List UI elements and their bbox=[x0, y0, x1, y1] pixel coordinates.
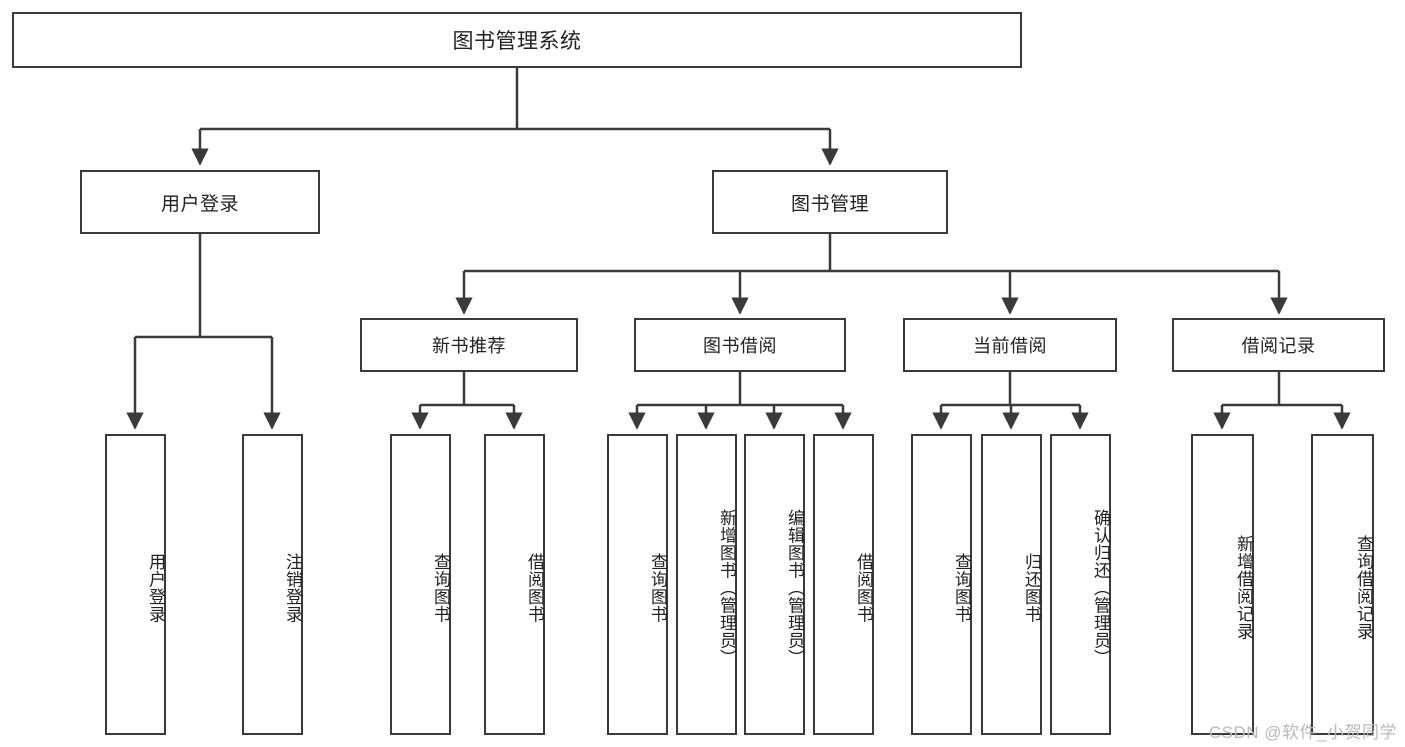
node-leaf-user-login[interactable]: 用户登录 bbox=[105, 434, 166, 735]
node-leaf-query-book-borrow[interactable]: 查询图书 bbox=[607, 434, 668, 735]
node-label: 图书管理 bbox=[790, 193, 869, 215]
node-current-borrow[interactable]: 当前借阅 bbox=[903, 318, 1117, 372]
node-new-book-recommend[interactable]: 新书推荐 bbox=[360, 318, 578, 372]
node-leaf-query-book-recommend[interactable]: 查询图书 bbox=[390, 434, 451, 735]
node-user-login[interactable]: 用户登录 bbox=[80, 170, 320, 234]
node-label: 查询借阅记录 bbox=[1354, 535, 1373, 640]
node-label: 用户登录 bbox=[146, 552, 165, 623]
node-book-borrow[interactable]: 图书借阅 bbox=[634, 318, 846, 372]
node-leaf-add-borrow-record[interactable]: 新增借阅记录 bbox=[1191, 434, 1254, 735]
node-label: 注销登录 bbox=[283, 552, 302, 623]
node-label: 查询图书 bbox=[648, 552, 667, 623]
node-label: 查询图书 bbox=[952, 552, 971, 623]
node-label: 借阅记录 bbox=[1241, 336, 1316, 356]
node-label: 查询图书 bbox=[431, 552, 450, 623]
node-root-book-management-system[interactable]: 图书管理系统 bbox=[12, 12, 1022, 68]
node-label: 新增图书（管理员） bbox=[717, 508, 736, 667]
node-label: 用户登录 bbox=[160, 193, 239, 215]
node-leaf-borrow-book[interactable]: 借阅图书 bbox=[813, 434, 874, 735]
node-label: 归还图书 bbox=[1022, 552, 1041, 623]
node-label: 借阅图书 bbox=[854, 552, 873, 623]
node-leaf-logout-login[interactable]: 注销登录 bbox=[242, 434, 303, 735]
node-label: 图书借阅 bbox=[703, 336, 777, 356]
node-label: 借阅图书 bbox=[525, 552, 544, 623]
node-leaf-confirm-return-admin[interactable]: 确认归还（管理员） bbox=[1050, 434, 1111, 735]
node-leaf-query-book-current[interactable]: 查询图书 bbox=[911, 434, 972, 735]
node-borrow-record[interactable]: 借阅记录 bbox=[1172, 318, 1385, 372]
node-label: 新增借阅记录 bbox=[1234, 535, 1253, 640]
node-leaf-edit-book-admin[interactable]: 编辑图书（管理员） bbox=[744, 434, 805, 735]
node-leaf-query-borrow-record[interactable]: 查询借阅记录 bbox=[1311, 434, 1374, 735]
csdn-watermark: CSDN @软件_小贺同学 bbox=[1208, 723, 1397, 742]
node-label: 编辑图书（管理员） bbox=[785, 508, 804, 667]
node-leaf-return-book[interactable]: 归还图书 bbox=[981, 434, 1042, 735]
node-book-management[interactable]: 图书管理 bbox=[712, 170, 948, 234]
node-label: 当前借阅 bbox=[973, 336, 1047, 356]
node-leaf-borrow-book-recommend[interactable]: 借阅图书 bbox=[484, 434, 545, 735]
node-label: 图书管理系统 bbox=[452, 30, 582, 53]
node-label: 确认归还（管理员） bbox=[1091, 508, 1110, 667]
node-leaf-add-book-admin[interactable]: 新增图书（管理员） bbox=[676, 434, 737, 735]
node-label: 新书推荐 bbox=[432, 336, 506, 356]
